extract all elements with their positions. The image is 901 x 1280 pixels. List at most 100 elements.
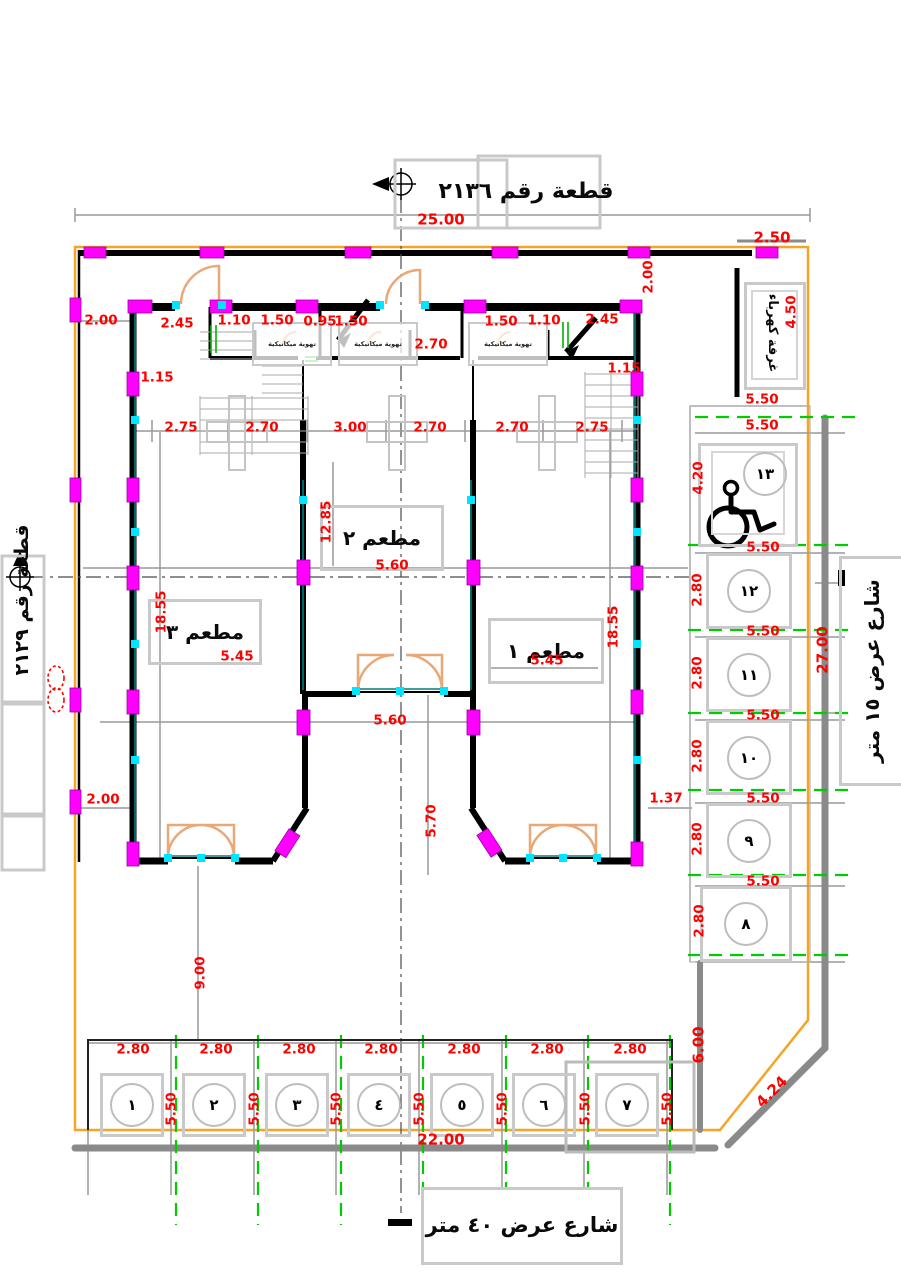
north-symbol-top — [372, 168, 416, 200]
dimension-label: 5.50 — [746, 707, 780, 724]
dimension-label: 5.50 — [246, 1092, 263, 1126]
dimension-label: 2.80 — [689, 656, 706, 690]
parking-spot: ٣ — [265, 1073, 329, 1137]
parking-spot-13: ١٣ — [698, 443, 798, 547]
dimension-label: 2.80 — [116, 1041, 150, 1058]
mech-room-label: تهوية ميكانيكية — [468, 322, 548, 366]
dimension-label: 1.15 — [607, 360, 641, 377]
parking-spot-number: ٩ — [727, 818, 771, 863]
dimension-label: 5.50 — [328, 1092, 345, 1126]
dimension-label: 5.50 — [746, 873, 780, 890]
dimension-label: 2.50 — [753, 228, 791, 247]
parking-spot: ٧ — [595, 1073, 659, 1137]
north-symbol-left — [6, 551, 34, 591]
dimension-label: 2.00 — [86, 791, 120, 808]
dimension-label: 2.80 — [199, 1041, 233, 1058]
parking-spot: ٥ — [430, 1073, 494, 1137]
electricity-room-inner-box — [751, 290, 798, 380]
parking-spot-number: ٨ — [724, 902, 768, 946]
street-bottom-label: شارع عرض ٤٠ متر — [421, 1187, 623, 1265]
columns — [69, 246, 779, 867]
dimension-label: 5.50 — [746, 790, 780, 807]
dimension-label: 5.50 — [746, 623, 780, 640]
dimension-label: 5.50 — [494, 1092, 511, 1126]
door-arcs — [166, 264, 598, 859]
wall-ticks — [131, 301, 641, 862]
dimension-label: 2.80 — [689, 822, 706, 856]
dimension-label: 2.70 — [413, 419, 447, 436]
interior-columns — [206, 395, 578, 471]
dimension-label: 0.95 — [303, 313, 337, 330]
label-boxes — [0, 154, 785, 1154]
dimension-label: 5.50 — [659, 1092, 676, 1126]
parking-spot-number: ٦ — [522, 1083, 566, 1127]
parking-spot-number: ١٠ — [727, 735, 771, 780]
dimension-label: 5.50 — [163, 1092, 180, 1126]
dimension-label: 5.60 — [375, 557, 409, 574]
parking-spot: ٨ — [700, 886, 792, 962]
dimension-label: 2.80 — [364, 1041, 398, 1058]
parking-spot-number: ١ — [110, 1083, 154, 1127]
dimension-label: 27.00 — [813, 626, 832, 674]
wall-accent-lines — [134, 312, 636, 857]
dimension-label: 1.10 — [217, 312, 251, 329]
parking-spot: ٤ — [347, 1073, 411, 1137]
dimension-label: 1.37 — [649, 790, 683, 807]
dimension-label: 2.80 — [447, 1041, 481, 1058]
revision-marks — [47, 665, 65, 713]
dimension-label: 9.00 — [192, 956, 209, 990]
dimension-label: 5.50 — [411, 1092, 428, 1126]
dimension-label: 25.00 — [417, 210, 465, 229]
dimension-label: 5.50 — [745, 417, 779, 434]
electricity-room-box — [744, 282, 806, 390]
dimension-label: 4.50 — [783, 295, 800, 329]
dimension-label: 18.55 — [605, 605, 622, 649]
dimension-label: 5.50 — [746, 539, 780, 556]
dimension-label: 1.15 — [140, 369, 174, 386]
dimension-label: 18.55 — [153, 590, 170, 634]
street-tick-bottom — [388, 1219, 412, 1226]
dimension-label: 1.50 — [484, 313, 518, 330]
dimension-label: 6.00 — [689, 1026, 708, 1064]
dimension-label: 5.50 — [745, 391, 779, 408]
dimension-label: 4.20 — [690, 461, 707, 495]
restaurant-2-label: مطعم ٢ — [320, 505, 444, 571]
plot-number-left-label: قطعة رقم ٢١٢٩ — [10, 524, 33, 676]
parking-spot-number: ٥ — [440, 1083, 484, 1127]
dimension-label: 2.80 — [282, 1041, 316, 1058]
restaurant-1-label: مطعم ١ — [488, 618, 604, 684]
parking-spot-number: ١٣ — [743, 452, 787, 496]
dimension-label: 2.00 — [84, 312, 118, 329]
dimension-label: 2.70 — [414, 336, 448, 353]
dimension-label: 1.10 — [527, 312, 561, 329]
street-right-label: شارع عرض ١٥ متر — [839, 556, 901, 786]
parking-spot: ١١ — [706, 637, 792, 712]
stairs — [199, 331, 639, 478]
dimension-label: 3.00 — [333, 419, 367, 436]
parking-spot-number: ٢ — [192, 1083, 236, 1127]
street-lines — [71, 414, 829, 1152]
parking-spot-number: ٤ — [357, 1083, 401, 1127]
dimension-label: 2.80 — [689, 573, 706, 607]
mech-room-label: تهوية ميكانيكية — [338, 322, 418, 366]
dimension-label: 2.45 — [160, 315, 194, 332]
dimension-label: 2.45 — [585, 311, 619, 328]
parking-spot: ٢ — [182, 1073, 246, 1137]
parking-spot: ١٠ — [706, 720, 792, 795]
dimension-label: 2.75 — [164, 419, 198, 436]
dimension-label: 2.00 — [640, 260, 657, 294]
parking-spot-number: ١٢ — [727, 569, 771, 613]
dimension-label: 12.85 — [318, 500, 335, 544]
dimension-label: 2.75 — [575, 419, 609, 436]
parking-spot: ٦ — [512, 1073, 576, 1137]
dimension-label: 5.50 — [577, 1092, 594, 1126]
dimension-label: 5.45 — [530, 652, 564, 669]
dimension-label: 2.80 — [691, 904, 708, 938]
axis-lines — [30, 198, 693, 1213]
parking-spot: ٩ — [706, 803, 792, 878]
street-tick — [838, 570, 845, 586]
parking-spot: ١٢ — [706, 553, 792, 629]
dimension-label: 1.50 — [260, 312, 294, 329]
parking-spot-number: ١١ — [727, 652, 771, 697]
